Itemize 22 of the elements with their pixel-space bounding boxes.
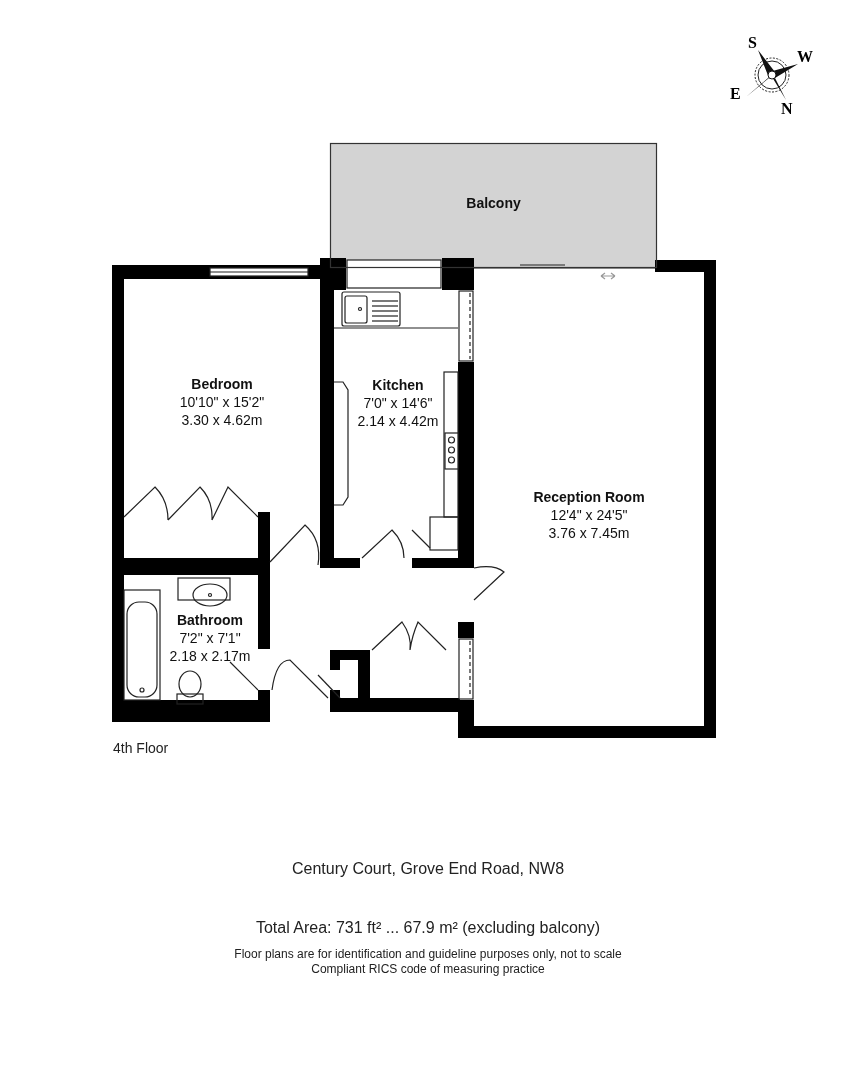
room-name: Balcony: [465, 194, 522, 212]
room-name: Kitchen: [371, 376, 425, 394]
room-dimensions: 12'4" x 24'5": [549, 506, 629, 524]
room-dimensions: 10'10" x 15'2": [178, 393, 266, 411]
disclaimer: Compliant RICS code of measuring practice: [311, 962, 545, 976]
compass-letter: W: [797, 48, 813, 65]
room-dimensions: 2.18 x 2.17m: [168, 647, 252, 665]
total-area: Total Area: 731 ft² ... 67.9 m² (excluding balcony): [255, 919, 601, 936]
address: Century Court, Grove End Road, NW8: [291, 860, 565, 877]
room-dimensions: 7'0" x 14'6": [362, 394, 434, 412]
room-dimensions: 3.30 x 4.62m: [180, 411, 264, 429]
compass-letter: N: [781, 100, 793, 117]
disclaimer: Floor plans are for identification and guideline purposes only, not to scale: [234, 947, 622, 961]
room-dimensions: 3.76 x 7.45m: [547, 524, 631, 542]
compass-letter: S: [748, 34, 757, 51]
room-name: Reception Room: [532, 488, 646, 506]
room-dimensions: 2.14 x 4.42m: [356, 412, 440, 430]
room-name: Bathroom: [175, 611, 245, 629]
room-dimensions: 7'2" x 7'1": [178, 629, 242, 647]
floor-label: 4th Floor: [113, 740, 169, 756]
compass-letter: E: [730, 85, 741, 102]
room-name: Bedroom: [190, 375, 254, 393]
